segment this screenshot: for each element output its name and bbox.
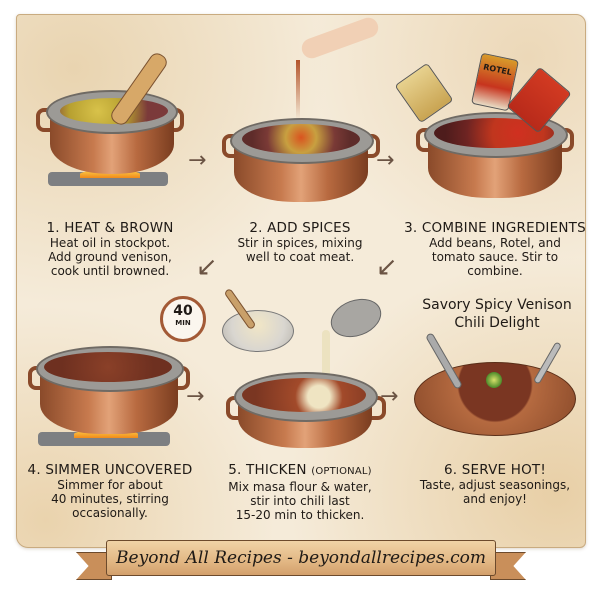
bowl-with-masa-icon [222,310,294,352]
arrow-down-left-icon: ↙ [196,252,218,282]
arrow-right-icon: → [376,148,395,173]
falling-spice-icon [296,60,300,120]
arrow-right-icon: → [186,384,205,409]
step-4: 4. SIMMER UNCOVERED Simmer for about 40 … [15,462,205,520]
step-6: 6. SERVE HOT! Taste, adjust seasonings, … [400,462,590,506]
step-3: 3. COMBINE INGREDIENTS Add beans, Rotel,… [400,220,590,278]
arrow-right-icon: → [380,384,399,409]
step-5: 5. THICKEN (OPTIONAL) Mix masa flour & w… [205,462,395,522]
spices-on-meat-icon [242,124,360,154]
dish-title: Savory Spicy Venison Chili Delight [422,297,572,331]
step-title: 5. THICKEN (OPTIONAL) [228,462,372,478]
flame-icon [80,170,140,178]
arrow-down-left-icon: ↙ [376,252,398,282]
step-title: 6. SERVE HOT! [443,462,546,478]
thickening-chili-icon [242,378,366,412]
timer-40-min-icon: 40 MIN [160,296,206,342]
step-title: 2. ADD SPICES [249,220,351,236]
step-title: 1. HEAT & BROWN [46,220,174,236]
arrow-right-icon: → [188,148,207,173]
flame-icon [74,430,138,438]
banner-text: Beyond All Recipes - beyondallrecipes.co… [116,548,486,568]
pouring-slurry-icon [322,330,330,386]
step-title: 3. COMBINE INGREDIENTS [404,220,586,236]
step-title: 4. SIMMER UNCOVERED [27,462,193,478]
step-2: 2. ADD SPICES Stir in spices, mixing wel… [205,220,395,264]
optional-note: (OPTIONAL) [311,466,372,477]
footer-banner: Beyond All Recipes - beyondallrecipes.co… [106,540,496,576]
step-1: 1. HEAT & BROWN Heat oil in stockpot. Ad… [15,220,205,278]
simmering-chili-icon [44,352,172,382]
jalapeno-garnish-icon [486,372,502,388]
